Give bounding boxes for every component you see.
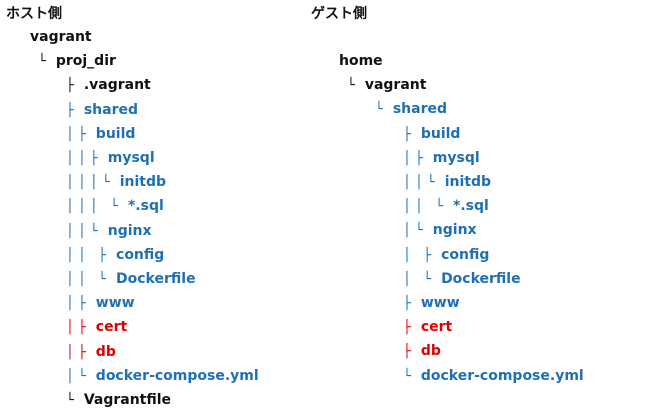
guest-tree-row: │ │ └ *.sql (403, 196, 489, 216)
host-tree-row: │ └ docker-compose.yml (66, 366, 259, 386)
guest-tree-item-label: config (441, 246, 490, 263)
guest-tree-connector: ├ (403, 320, 411, 336)
guest-tree-row: │ │ └ initdb (403, 172, 491, 192)
host-tree-row: vagrant (30, 27, 92, 47)
host-tree-connector: │ ├ (66, 296, 86, 312)
host-tree-item-label: shared (83, 101, 138, 118)
guest-tree-connector: │ ├ (403, 247, 432, 263)
host-tree-connector: │ │ ├ (66, 247, 107, 263)
guest-tree-connector: └ (403, 368, 411, 384)
guest-tree-row: │ ├ config (403, 245, 489, 265)
guest-tree-row: │ ├ mysql (403, 148, 480, 168)
host-tree-row: ├ shared (66, 100, 138, 120)
guest-tree-row: └ docker-compose.yml (403, 366, 584, 386)
host-tree-connector: └ (66, 393, 74, 408)
host-tree-item-label: vagrant (30, 29, 92, 45)
host-tree-item-label: config (116, 246, 165, 263)
guest-tree-connector: │ └ (403, 223, 423, 239)
guest-tree-row: └ shared (375, 99, 447, 119)
guest-tree-row: │ └ Dockerfile (403, 269, 521, 289)
host-tree-row: ├ .vagrant (66, 75, 151, 95)
host-tree-item-label: db (95, 343, 116, 360)
host-tree-row: │ │ ├ mysql (66, 148, 155, 168)
host-tree-item-label: proj_dir (55, 53, 116, 70)
guest-tree-item-label: *.sql (453, 198, 489, 215)
guest-tree-item-label: www (420, 295, 460, 311)
host-tree-connector: │ │ └ (66, 272, 107, 287)
guest-tree-row: home (339, 51, 383, 71)
guest-tree-item-label: vagrant (364, 77, 427, 94)
guest-tree-row: │ └ nginx (403, 220, 477, 240)
guest-tree-item-label: docker-compose.yml (420, 367, 584, 384)
guest-tree-connector: └ (375, 102, 383, 118)
guest-tree-row: ├ cert (403, 317, 452, 337)
guest-tree-connector: └ (347, 78, 355, 94)
guest-tree-connector: │ │ └ (403, 175, 435, 190)
guest-tree-connector: ├ (403, 296, 411, 311)
host-tree-connector: ├ (66, 78, 74, 94)
host-tree-item-label: initdb (119, 174, 167, 191)
host-tree-connector: │ └ (66, 368, 86, 384)
guest-tree-item-label: db (420, 343, 441, 360)
host-tree-connector: │ │ │ └ (66, 175, 110, 191)
host-tree-item-label: docker-compose.yml (95, 367, 259, 384)
guest-tree-row: ├ www (403, 293, 460, 313)
guest-tree-item-label: shared (392, 101, 447, 118)
host-tree-row: │ │ └ nginx (66, 221, 152, 241)
host-tree-connector: │ ├ (66, 126, 86, 142)
host-tree-row: └ Vagrantfile (66, 390, 171, 410)
guest-tree-row: ├ build (403, 124, 460, 144)
host-tree-connector: │ ├ (66, 320, 86, 336)
host-tree-item-label: cert (95, 319, 128, 336)
guest-tree-item-label: Dockerfile (441, 270, 521, 287)
host-tree-item-label: mysql (107, 150, 155, 166)
host-tree-connector: └ (38, 54, 46, 70)
host-tree-row: │ ├ build (66, 124, 135, 144)
guest-tree-item-label: build (420, 125, 461, 142)
guest-tree-item-label: mysql (432, 149, 480, 166)
guest-heading: ゲスト側 (311, 6, 367, 22)
host-tree-item-label: nginx (107, 222, 152, 239)
host-tree-item-label: Dockerfile (116, 271, 196, 287)
guest-tree-connector: │ ├ (403, 150, 423, 166)
host-heading: ホスト側 (6, 6, 62, 22)
guest-tree-connector: ├ (403, 126, 411, 142)
host-tree-item-label: www (95, 295, 135, 312)
host-tree-item-label: *.sql (127, 198, 164, 215)
guest-tree-item-label: nginx (432, 222, 477, 239)
host-tree-row: │ ├ cert (66, 317, 127, 337)
guest-tree-connector: │ │ └ (403, 199, 444, 215)
host-tree-connector: │ │ └ (66, 223, 98, 239)
host-tree-row: └ proj_dir (38, 51, 116, 71)
host-tree-row: │ │ ├ config (66, 245, 164, 265)
guest-tree-connector: ├ (403, 344, 411, 360)
guest-tree-connector: │ └ (403, 271, 432, 287)
guest-tree-item-label: cert (420, 319, 453, 336)
guest-tree-item-label: initdb (444, 174, 492, 190)
host-tree-item-label: build (95, 125, 136, 142)
guest-tree-row: └ vagrant (347, 75, 426, 95)
host-tree-connector: │ │ ├ (66, 151, 98, 166)
host-tree-connector: │ ├ (66, 344, 86, 360)
guest-tree-row: ├ db (403, 341, 441, 361)
host-tree-row: │ │ │ └ *.sql (66, 196, 164, 216)
host-tree-item-label: .vagrant (83, 77, 151, 94)
guest-tree-item-label: home (339, 53, 383, 69)
host-tree-connector: ├ (66, 102, 74, 118)
host-tree-item-label: Vagrantfile (83, 392, 172, 408)
host-tree-row: │ ├ www (66, 293, 135, 313)
host-tree-connector: │ │ │ └ (66, 199, 118, 215)
host-tree-row: │ │ │ └ initdb (66, 172, 166, 192)
host-tree-row: │ │ └ Dockerfile (66, 269, 196, 289)
host-tree-row: │ ├ db (66, 342, 116, 362)
